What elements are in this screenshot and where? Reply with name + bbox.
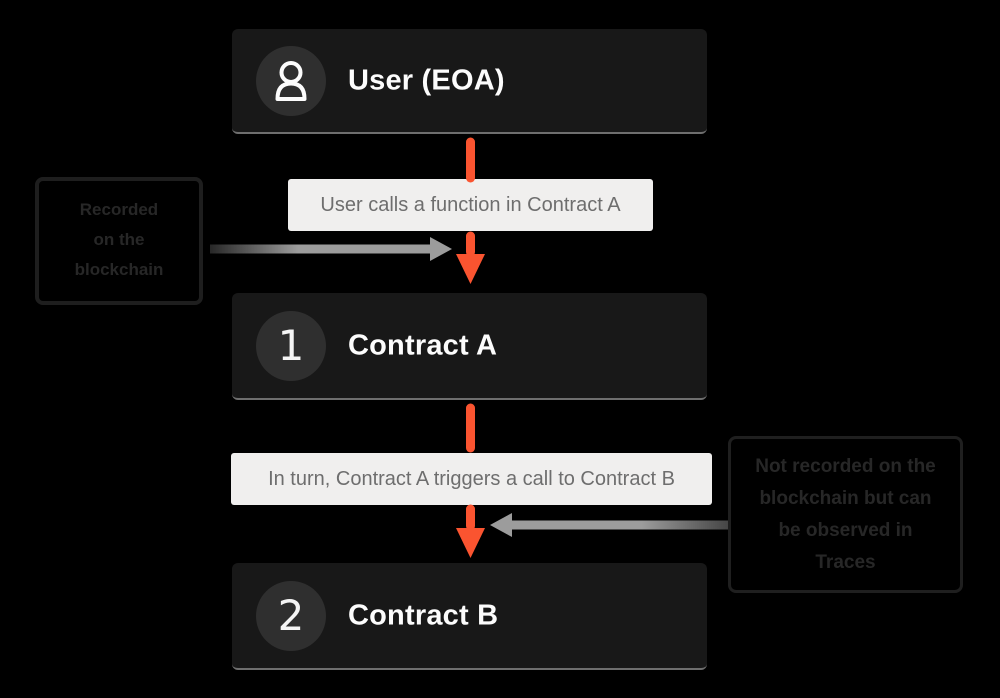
user-node: User (EOA) bbox=[232, 29, 707, 134]
annotation-recorded-line3: blockchain bbox=[74, 260, 164, 279]
contract-b-node: 2 Contract B bbox=[232, 563, 707, 670]
annotation-not-recorded-line3: be observed in bbox=[778, 520, 913, 541]
traces-pointer-arrow bbox=[490, 513, 728, 537]
step-2-number: 2 bbox=[277, 590, 305, 640]
contract-a-node: 1 Contract A bbox=[232, 293, 707, 400]
flow-label-step1-text: User calls a function in Contract A bbox=[320, 193, 621, 216]
recorded-pointer-arrow bbox=[210, 237, 452, 261]
step-2-badge: 2 bbox=[256, 580, 326, 651]
step-1-badge: 1 bbox=[256, 310, 326, 381]
annotation-not-recorded-line2: blockchain but can bbox=[759, 488, 932, 509]
flow-label-step2: In turn, Contract A triggers a call to C… bbox=[231, 453, 712, 505]
annotation-recorded-line2: on the bbox=[93, 230, 145, 249]
contract-a-label: Contract A bbox=[348, 329, 498, 361]
flow-label-step1: User calls a function in Contract A bbox=[288, 179, 653, 231]
annotation-not-recorded-line1: Not recorded on the bbox=[755, 456, 936, 477]
flow-label-step2-text: In turn, Contract A triggers a call to C… bbox=[268, 467, 675, 490]
user-icon bbox=[275, 60, 307, 101]
user-node-label: User (EOA) bbox=[348, 64, 505, 96]
user-avatar bbox=[256, 45, 326, 116]
annotation-recorded: Recorded on the blockchain bbox=[35, 177, 203, 305]
annotation-not-recorded-line4: Traces bbox=[815, 552, 876, 573]
annotation-recorded-line1: Recorded bbox=[79, 200, 159, 219]
step-1-number: 1 bbox=[277, 320, 305, 370]
annotation-not-recorded: Not recorded on the blockchain but can b… bbox=[728, 436, 963, 593]
contract-b-label: Contract B bbox=[348, 599, 499, 631]
